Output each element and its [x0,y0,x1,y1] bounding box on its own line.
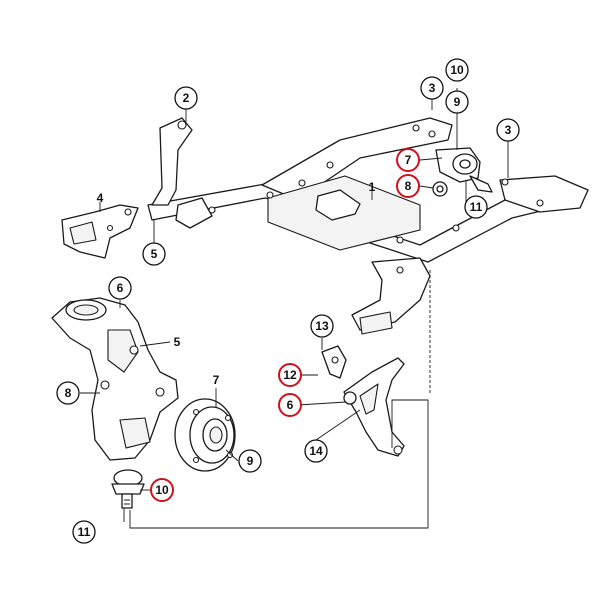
callout-14-label: 14 [309,444,323,458]
callout-11-right-label: 11 [470,200,483,214]
callout-9-hub-label: 9 [247,454,254,468]
callout-11-right: 11 [464,195,488,219]
callout-5-top: 5 [142,242,166,266]
wheel-hub [174,398,236,472]
control-arm-bushing [432,147,493,197]
callout-11-bottom-label: 11 [78,525,91,539]
callout-8-bushing: 8 [396,174,420,198]
callout-8-bushing-label: 8 [405,179,412,193]
callout-10-top-label: 10 [450,63,464,77]
subframe-bolts [177,120,544,274]
callout-13-label: 13 [315,319,329,333]
callout-7-hub-label: 7 [213,373,220,387]
callout-10-balljoint-label: 10 [155,483,169,497]
callout-5-knuckle: 5 [174,335,181,349]
callout-4: 4 [97,191,104,205]
callout-8-knuckle-label: 8 [65,386,72,400]
callout-10-top: 10 [445,58,469,82]
callout-14: 14 [304,439,328,463]
callout-9-hub: 9 [238,449,262,473]
callout-6-arm-label: 6 [287,398,294,412]
callout-7-hub: 7 [213,373,220,387]
ball-joint [111,469,145,509]
callout-12-label: 12 [283,368,297,382]
callout-8-knuckle: 8 [56,381,80,405]
callout-10-balljoint: 10 [150,478,174,502]
callout-12: 12 [278,363,302,387]
callout-11-bottom: 11 [72,520,96,544]
callout-6-knuckle-label: 6 [117,281,124,295]
callout-13: 13 [310,314,334,338]
callout-7-bushing: 7 [396,148,420,172]
lower-control-arm [321,345,405,457]
callout-2: 2 [174,86,198,110]
callout-3-right: 3 [496,118,520,142]
callout-3-top: 3 [420,76,444,100]
callout-5-knuckle-label: 5 [174,335,181,349]
callout-3-top-label: 3 [429,81,436,95]
callout-7-bushing-label: 7 [405,153,412,167]
callout-9-top-label: 9 [454,95,461,109]
callout-3-right-label: 3 [505,123,512,137]
callout-5-top-label: 5 [151,247,158,261]
callout-9-top: 9 [445,90,469,114]
front-subframe [147,117,589,335]
callout-4-label: 4 [97,191,104,205]
callout-6-arm: 6 [278,393,302,417]
callout-6-knuckle: 6 [108,276,132,300]
left-mount-bracket [61,204,139,259]
callout-1-label: 1 [369,180,376,194]
callout-1: 1 [369,180,376,194]
steering-knuckle [51,297,179,461]
callout-2-label: 2 [183,91,190,105]
